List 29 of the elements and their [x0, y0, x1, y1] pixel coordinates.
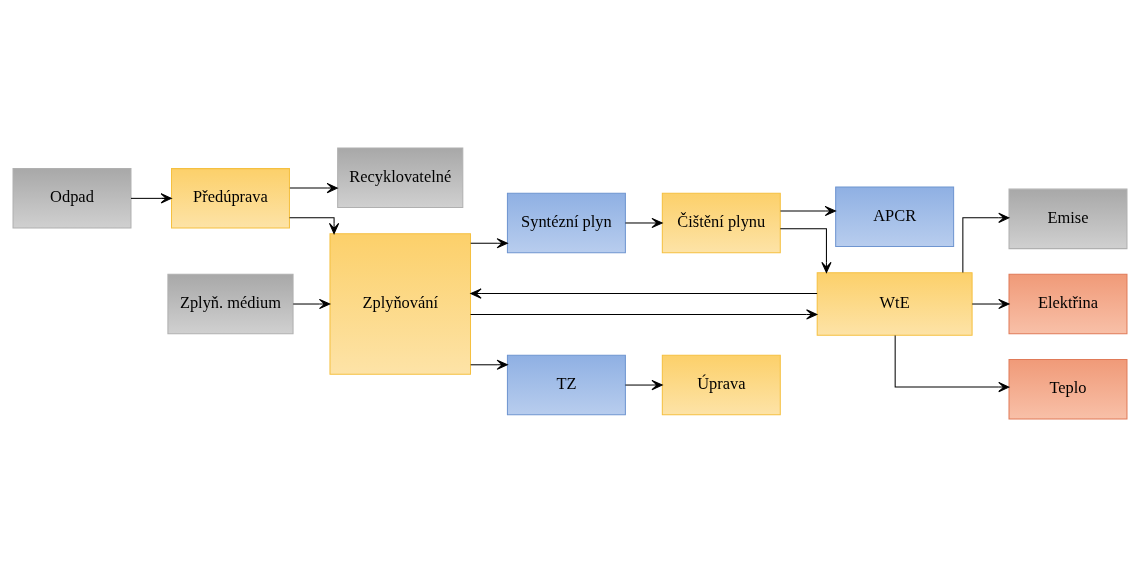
arrow: [289, 217, 340, 235]
arrow: [470, 288, 818, 299]
node-box: Odpad: [12, 168, 132, 229]
arrow: [289, 182, 338, 194]
arrow: [624, 379, 663, 391]
arrow: [470, 359, 508, 370]
node-box: Emise: [1008, 188, 1128, 250]
node-box: APCR: [835, 186, 955, 248]
node-box: Syntézní plyn: [506, 192, 626, 254]
arrow: [779, 205, 836, 217]
node-box: Elektřina: [1008, 273, 1128, 335]
arrow: [779, 228, 832, 274]
arrow: [971, 298, 1010, 310]
node-box: WtE: [816, 272, 973, 336]
node-box: Předúprava: [171, 168, 290, 229]
arrow: [470, 309, 818, 320]
node-box: Zplyň. médium: [167, 273, 294, 335]
arrow: [130, 193, 172, 204]
node-box: Úprava: [661, 354, 781, 416]
node-box: Čištění plynu: [661, 192, 781, 254]
arrow: [624, 217, 663, 229]
arrow: [470, 238, 508, 249]
node-box: Zplyňování: [329, 233, 471, 375]
node-box: Teplo: [1008, 358, 1128, 420]
arrow: [292, 298, 331, 310]
arrow: [962, 212, 1010, 273]
arrow: [894, 334, 1010, 393]
node-box: Recyklovatelné: [337, 147, 464, 209]
node-box: TZ: [506, 354, 626, 416]
